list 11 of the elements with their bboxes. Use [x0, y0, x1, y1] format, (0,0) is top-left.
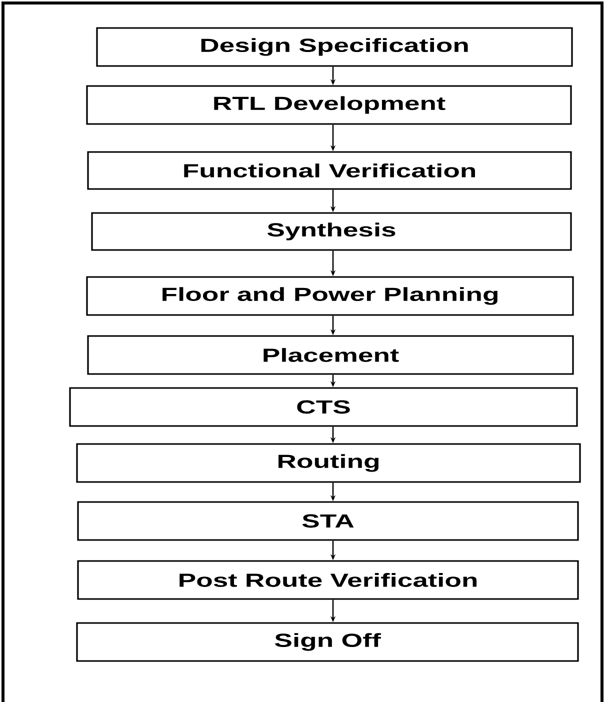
process-box: Design Specification [96, 27, 573, 67]
process-box: RTL Development [86, 85, 572, 125]
process-box: Sign Off [76, 622, 579, 662]
process-box: CTS [69, 387, 578, 427]
process-box: Synthesis [91, 212, 572, 251]
process-box: Routing [76, 443, 581, 483]
process-box: Functional Verification [87, 151, 572, 190]
process-box: Post Route Verification [77, 560, 579, 600]
process-box: STA [77, 501, 579, 541]
process-box: Placement [87, 335, 574, 375]
process-box: Floor and Power Planning [86, 276, 574, 316]
